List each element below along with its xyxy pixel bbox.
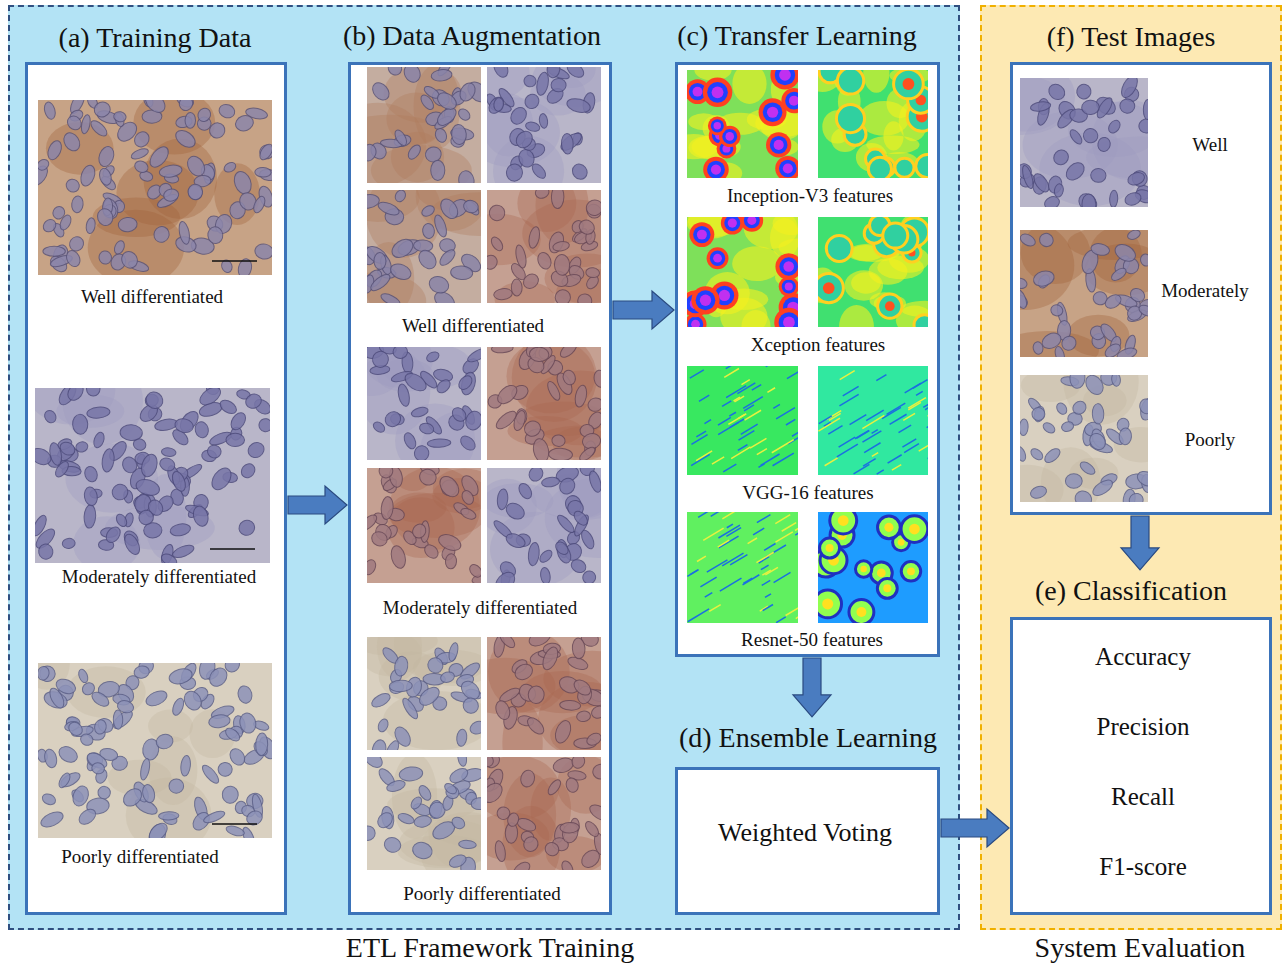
- histology-images: [348, 62, 612, 915]
- panel-heading: (a) Training Data: [59, 22, 252, 54]
- caption-label: Poorly: [1185, 429, 1236, 451]
- caption-label: Precision: [1096, 713, 1189, 742]
- stage-box: (d) Ensemble LearningWeighted Voting: [675, 767, 940, 915]
- panel-heading: (b) Data Augmentation: [343, 20, 601, 52]
- caption-label: Recall: [1111, 783, 1175, 812]
- panel-heading: (f) Test Images: [1047, 21, 1216, 53]
- caption-label: Moderately: [1161, 280, 1249, 302]
- stage-box: (a) Training DataWell differentiatedMode…: [25, 62, 287, 915]
- stage-box: (e) ClassificationAccuracyPrecisionRecal…: [1010, 617, 1272, 915]
- histology-images: [25, 62, 287, 915]
- panel-heading: ETL Framework Training: [346, 932, 634, 964]
- caption-label: Well differentiated: [81, 286, 223, 308]
- panel-heading: (e) Classification: [1035, 575, 1227, 607]
- caption-label: Well: [1192, 134, 1227, 156]
- caption-label: Well differentiated: [402, 315, 544, 337]
- panel-heading: System Evaluation: [1035, 932, 1246, 964]
- feature-maps: [675, 62, 940, 657]
- caption-label: Resnet-50 features: [741, 629, 883, 651]
- caption-label: Xception features: [751, 334, 886, 356]
- evaluation-panel: (f) Test ImagesWellModeratelyPoorly (e) C…: [980, 5, 1282, 930]
- caption-label: Poorly differentiated: [403, 883, 560, 905]
- panel-heading: (c) Transfer Learning: [677, 20, 916, 52]
- stage-box: (b) Data AugmentationWell differentiated…: [348, 62, 612, 915]
- caption-label: Poorly differentiated: [61, 846, 218, 868]
- caption-label: Moderately differentiated: [62, 566, 256, 588]
- stage-box: (f) Test ImagesWellModeratelyPoorly: [1010, 62, 1272, 515]
- caption-label: Moderately differentiated: [383, 597, 577, 619]
- training-panel: (a) Training DataWell differentiatedMode…: [8, 5, 960, 930]
- caption-label: Weighted Voting: [718, 818, 892, 848]
- caption-label: VGG-16 features: [742, 482, 873, 504]
- caption-label: F1-score: [1099, 853, 1186, 882]
- panel-heading: (d) Ensemble Learning: [679, 722, 937, 754]
- caption-label: Inception-V3 features: [727, 185, 893, 207]
- stage-box: (c) Transfer LearningInception-V3 featur…: [675, 62, 940, 657]
- caption-label: Accuracy: [1095, 643, 1191, 672]
